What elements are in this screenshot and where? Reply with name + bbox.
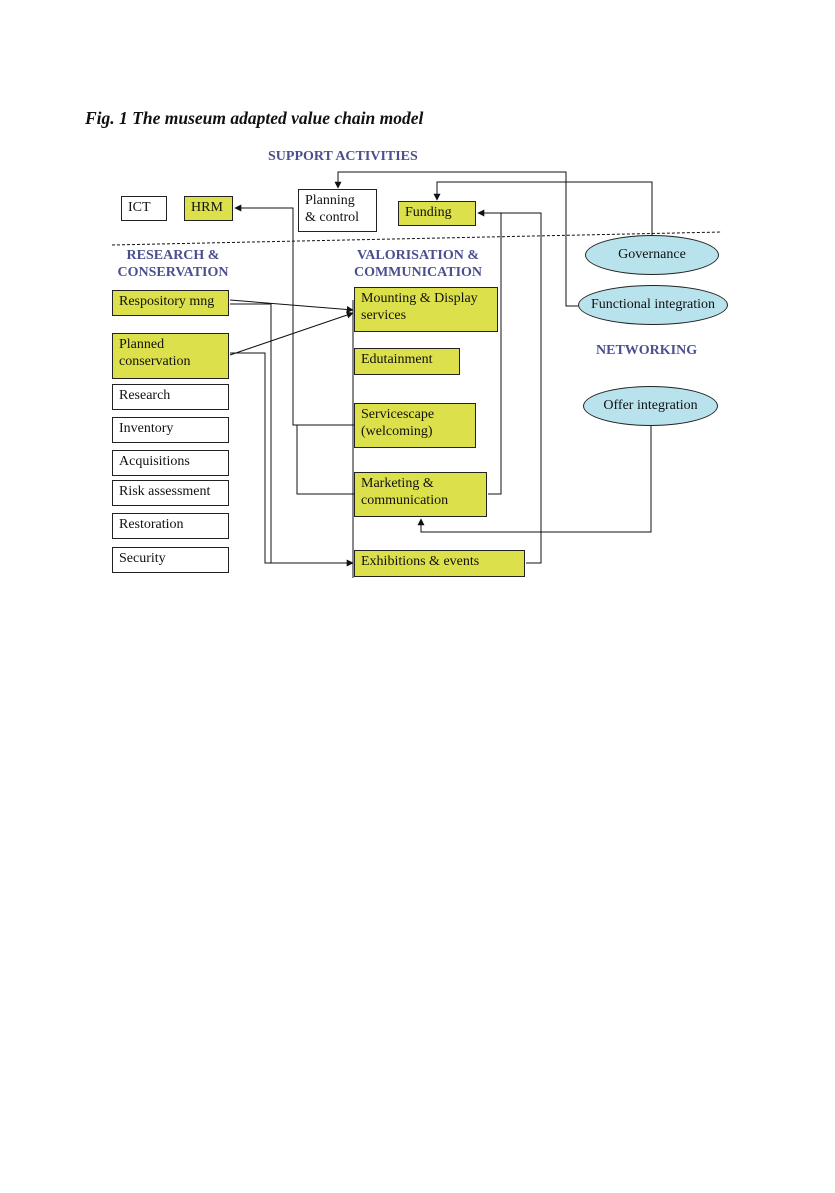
box-mounting-line1: Mounting & Display xyxy=(361,291,478,306)
figure-caption: Fig. 1 The museum adapted value chain mo… xyxy=(85,108,424,128)
heading-valorisation-communication: VALORISATION & COMMUNICATION xyxy=(348,247,488,281)
box-respository-label: Respository mng xyxy=(119,294,215,309)
ellipse-governance-label: Governance xyxy=(618,247,686,262)
heading-valorisation-line2: COMMUNICATION xyxy=(353,265,483,280)
box-respository-mng: Respository mng xyxy=(112,290,229,316)
box-hrm-label: HRM xyxy=(191,200,223,215)
box-ict-label: ICT xyxy=(128,200,151,215)
ellipse-functional-integration: Functional integration xyxy=(578,285,728,325)
line-exhibitions-to-funding xyxy=(501,212,542,564)
box-research-label: Research xyxy=(119,388,171,403)
box-mounting-line2: services xyxy=(361,308,407,323)
ellipse-governance: Governance xyxy=(585,235,719,275)
arrow-planned-to-mounting xyxy=(229,311,354,356)
box-acquisitions-label: Acquisitions xyxy=(119,454,190,469)
box-restoration: Restoration xyxy=(112,513,229,539)
ellipse-functional-label: Functional integration xyxy=(590,297,716,312)
box-exhibitions-events: Exhibitions & events xyxy=(354,550,525,577)
box-inventory-label: Inventory xyxy=(119,421,174,436)
box-planning-line2: & control xyxy=(305,210,360,225)
ellipse-offer-label: Offer integration xyxy=(603,398,698,413)
box-research: Research xyxy=(112,384,229,410)
box-servicescape-line2: (welcoming) xyxy=(361,424,433,439)
heading-networking-text: NETWORKING xyxy=(596,343,698,358)
box-planning-line1: Planning xyxy=(305,193,355,208)
heading-support-text: SUPPORT ACTIVITIES xyxy=(268,149,418,164)
arrow-services-to-hrm xyxy=(234,204,354,426)
box-hrm: HRM xyxy=(184,196,233,221)
box-marketing-line1: Marketing & xyxy=(361,476,434,491)
line-planned-to-exhibitions xyxy=(230,352,271,564)
arrow-respository-to-mounting xyxy=(229,299,354,313)
box-planned-line2: conservation xyxy=(119,354,191,369)
box-security-label: Security xyxy=(119,551,166,566)
heading-research-line2: CONSERVATION xyxy=(117,265,229,280)
box-exhibitions-label: Exhibitions & events xyxy=(361,554,480,569)
box-funding: Funding xyxy=(398,201,476,226)
box-planned-line1: Planned xyxy=(119,337,165,352)
box-planning-control: Planning & control xyxy=(298,189,377,232)
box-planned-conservation: Planned conservation xyxy=(112,333,229,379)
heading-research-conservation: RESEARCH & CONSERVATION xyxy=(110,247,236,281)
box-servicescape-line1: Servicescape xyxy=(361,407,435,422)
heading-networking: NETWORKING xyxy=(596,342,697,359)
box-security: Security xyxy=(112,547,229,573)
box-marketing-communication: Marketing & communication xyxy=(354,472,487,517)
box-acquisitions: Acquisitions xyxy=(112,450,229,476)
box-servicescape: Servicescape (welcoming) xyxy=(354,403,476,448)
line-marketing-to-hrm xyxy=(296,425,354,495)
ellipse-offer-integration: Offer integration xyxy=(583,386,718,426)
heading-research-line1: RESEARCH & xyxy=(126,248,220,263)
box-mounting-display: Mounting & Display services xyxy=(354,287,498,332)
heading-support-activities: SUPPORT ACTIVITIES xyxy=(268,148,418,165)
box-edutainment: Edutainment xyxy=(354,348,460,375)
box-inventory: Inventory xyxy=(112,417,229,443)
arrow-respository-to-exhibitions xyxy=(230,303,354,567)
box-edutainment-label: Edutainment xyxy=(361,352,433,367)
box-ict: ICT xyxy=(121,196,167,221)
box-marketing-line2: communication xyxy=(361,493,449,508)
box-restoration-label: Restoration xyxy=(119,517,184,532)
box-risk-assessment: Risk assessment xyxy=(112,480,229,506)
box-risk-label: Risk assessment xyxy=(119,484,211,499)
box-funding-label: Funding xyxy=(405,205,452,220)
heading-valorisation-line1: VALORISATION & xyxy=(356,248,479,263)
